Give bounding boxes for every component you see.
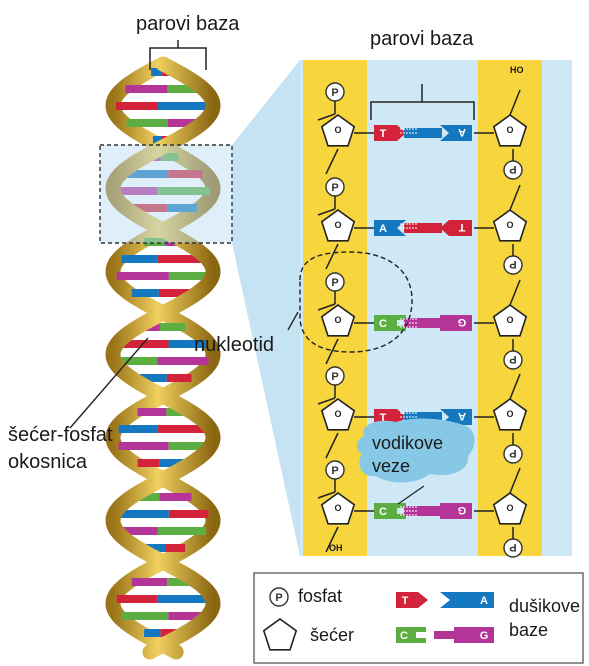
helix-base-half [116, 102, 157, 110]
helix-base-half [117, 595, 157, 603]
helix-base-half [119, 442, 169, 450]
right-pairs-label: parovi baza [370, 28, 473, 51]
phosphate-letter: P [331, 182, 338, 194]
helix-base-half [144, 629, 160, 637]
helix-base-half [159, 493, 191, 501]
phosphate-letter: P [509, 163, 516, 175]
helix-base-half [166, 544, 185, 552]
legend-bases-label-line2: baze [509, 620, 548, 641]
helix-base-half [157, 102, 210, 110]
sugar-oxygen: O [334, 220, 341, 230]
phosphate-letter: P [331, 371, 338, 383]
legend-phosphate-letter: P [275, 592, 282, 604]
helix-base-half [117, 272, 169, 280]
sugar-oxygen: O [334, 315, 341, 325]
base-letter: G [458, 316, 467, 328]
legend-sugar-label: šećer [310, 625, 354, 646]
base-letter: C [379, 506, 387, 518]
helix-base-half [157, 595, 209, 603]
helix-base-half [132, 289, 159, 297]
base-letter: T [458, 221, 465, 233]
base-letter: A [458, 126, 466, 138]
helix-base-half [119, 425, 158, 433]
phosphate-letter: P [509, 258, 516, 270]
helix-base-half [169, 510, 209, 518]
sugar-oxygen: O [334, 409, 341, 419]
phosphate-letter: P [509, 353, 516, 365]
legend-base-G-letter: G [480, 630, 489, 642]
base-letter: C [379, 318, 387, 330]
base-letter: A [379, 223, 387, 235]
sugar-oxygen: O [506, 315, 513, 325]
legend-base-G-stem [434, 631, 454, 639]
helix-base-half [160, 323, 185, 331]
sugar-oxygen: O [334, 125, 341, 135]
helix-base-half [127, 119, 168, 127]
helix-base-half [132, 578, 168, 586]
sugar-oxygen: O [334, 503, 341, 513]
ho-end-label: HO [510, 65, 524, 75]
legend-phosphate-label: fosfat [298, 586, 342, 607]
phosphate-letter: P [509, 541, 516, 553]
backbone-label-line1: šećer-fosfat [8, 424, 112, 447]
sugar-oxygen: O [506, 503, 513, 513]
base-letter: A [458, 410, 466, 422]
phosphate-letter: P [331, 87, 338, 99]
helix-base-half [167, 374, 192, 382]
legend-bases-label-line1: dušikove [509, 596, 580, 617]
legend-base-C-letter: C [400, 630, 408, 642]
hydrogen-bonds-label-line1: vodikove [372, 433, 443, 454]
helix-base-half [157, 357, 208, 365]
nucleotide-label: nukleotid [194, 334, 274, 357]
helix-base-half [138, 408, 167, 416]
top-pairs-label: parovi baza [136, 13, 239, 36]
backbone-label-line2: okosnica [8, 451, 87, 474]
helix-base-half [122, 612, 169, 620]
legend-base-T-letter: T [402, 595, 409, 607]
sugar-oxygen: O [506, 125, 513, 135]
phosphate-letter: P [331, 465, 338, 477]
sugar-oxygen: O [506, 409, 513, 419]
phosphate-letter: P [331, 277, 338, 289]
phosphate-letter: P [509, 447, 516, 459]
legend-base-A-letter: A [480, 595, 488, 607]
helix-base-half [138, 459, 160, 467]
oh-end-label: OH [329, 543, 343, 553]
hydrogen-bonds-label-line2: veze [372, 456, 410, 477]
sugar-oxygen: O [506, 220, 513, 230]
helix-base-half [122, 255, 158, 263]
base-letter: G [458, 504, 467, 516]
zoom-wedge [232, 60, 300, 556]
base-letter: T [380, 128, 387, 140]
zoom-box [100, 145, 232, 243]
helix-base-half [125, 85, 167, 93]
helix-base-half [158, 527, 207, 535]
